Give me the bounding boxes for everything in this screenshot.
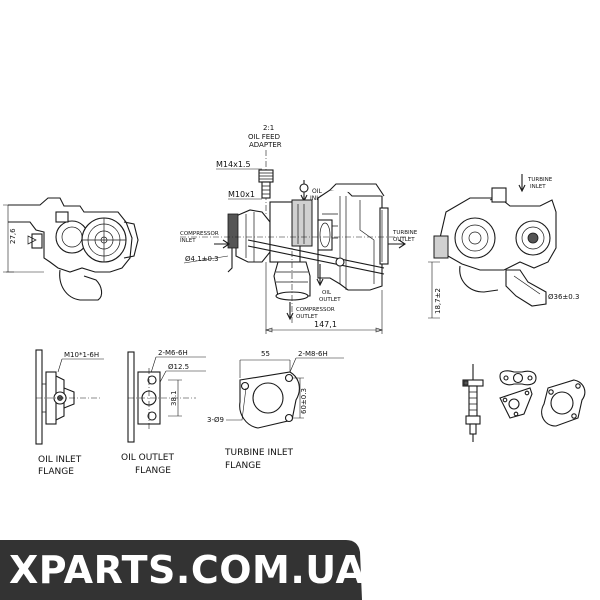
oil-feed-adapter-label-2: ADAPTER: [249, 141, 282, 149]
watermark-banner: [0, 540, 362, 600]
center-front-view: 2:1 OIL FEED ADAPTER M14x1.5 M10x1 OIL I…: [180, 124, 418, 334]
oil-inlet-flange-title: OIL INLET: [38, 455, 82, 465]
left-side-view: 27,6: [3, 197, 139, 301]
right-dim-18-label: 18,7±2: [434, 288, 442, 314]
turbine-flange-holes-label: 3-Ø9: [207, 416, 224, 424]
turbine-inlet-flange-detail: 55 2-M8-6H 60±0.3 3-Ø9 TURBINE INLET FLA…: [207, 350, 344, 471]
oil-feed-adapter-label: OIL FEED: [248, 133, 280, 141]
right-dia-36-label: Ø36±0.3: [548, 293, 579, 301]
compressor-outlet-label-2: OUTLET: [296, 314, 318, 320]
turbine-outlet-label: TURBINE: [392, 230, 418, 236]
oil-outlet-label: OIL: [322, 290, 332, 296]
watermark-text: XPARTS.COM.UA: [9, 548, 366, 592]
oil-inlet-flange-detail: M10*1-6H OIL INLET FLANGE: [35, 349, 104, 477]
turbine-inlet-right-label: TURBINE: [527, 177, 553, 183]
compressor-outlet-dia-label: Ø4.1±0.3: [185, 255, 219, 263]
turbine-flange-60-label: 60±0.3: [300, 388, 308, 414]
turbine-inlet-flange-title: TURBINE INLET: [224, 448, 294, 458]
ratio-label: 2:1: [263, 124, 274, 132]
turbine-flange-55-label: 55: [261, 350, 270, 358]
turbine-flange-thread-label: 2-M8-6H: [298, 350, 328, 358]
left-dim-label: 27,6: [9, 228, 17, 244]
oil-inlet-flange-title-2: FLANGE: [38, 467, 74, 477]
turbine-inlet-flange-title-2: FLANGE: [225, 461, 261, 471]
compressor-inlet-label-2: INLET: [180, 238, 196, 244]
oil-outlet-flange-detail: 2-M6-6H Ø12.5 38.1 OIL OUTLET FLANGE: [121, 349, 206, 476]
oil-outlet-dia-label: Ø12.5: [168, 363, 189, 371]
oil-outlet-label-2: OUTLET: [319, 297, 341, 303]
turbine-inlet-right-label-2: INLET: [530, 184, 546, 190]
turbine-outlet-label-2: OUTLET: [393, 237, 415, 243]
m10-thread-label: M10x1: [228, 190, 255, 199]
gaskets-and-bolt: [462, 364, 586, 442]
right-side-view: TURBINE INLET 18,7±2 Ø36±0.3: [428, 174, 579, 319]
oil-inlet-top-label: OIL: [312, 188, 322, 195]
oil-inlet-thread-label: M10*1-6H: [64, 351, 99, 359]
compressor-inlet-label: COMPRESSOR: [180, 231, 219, 237]
oil-outlet-thread-label: 2-M6-6H: [158, 349, 188, 357]
width-dimension-label: 147,1: [314, 320, 337, 329]
m14-thread-label: M14x1.5: [216, 160, 251, 169]
oil-outlet-flange-title-2: FLANGE: [135, 466, 171, 476]
oil-outlet-dim-label: 38.1: [170, 390, 178, 406]
compressor-outlet-label: COMPRESSOR: [296, 307, 335, 313]
oil-outlet-flange-title: OIL OUTLET: [121, 453, 174, 463]
